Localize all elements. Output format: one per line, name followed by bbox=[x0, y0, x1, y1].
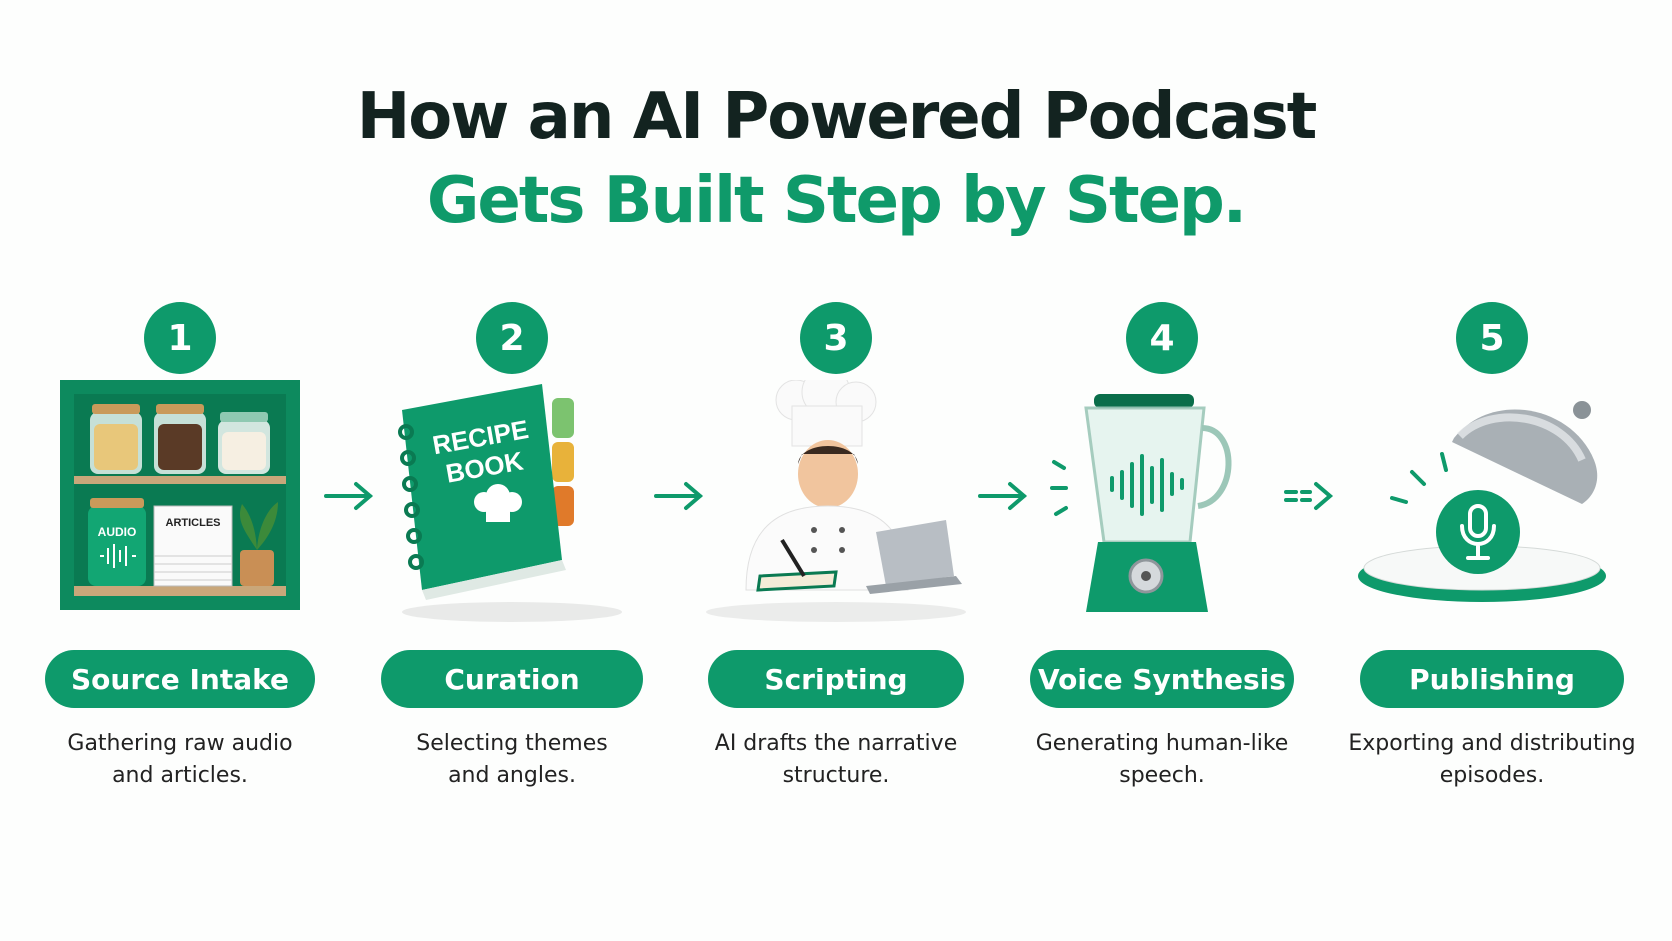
step-label-source-intake: Source Intake bbox=[45, 650, 315, 708]
step-number-badge: 2 bbox=[476, 302, 548, 374]
title-line-1: How an AI Powered Podcast bbox=[356, 80, 1318, 154]
step-curation: 2 RECIPE BOOK Curation Selecting themes … bbox=[362, 0, 662, 941]
step-description: Gathering raw audio and articles. bbox=[30, 728, 330, 792]
step-description: Generating human-like speech. bbox=[1012, 728, 1312, 792]
desc-line: and articles. bbox=[112, 763, 248, 788]
chef-laptop-icon bbox=[706, 380, 966, 622]
step-scripting: 3 Scripting AI drafts the narrative stru… bbox=[686, 0, 986, 941]
step-number-badge: 1 bbox=[144, 302, 216, 374]
desc-line: Gathering raw audio bbox=[67, 731, 293, 756]
arrow-right-icon bbox=[654, 482, 704, 510]
blender-waveform-icon bbox=[1050, 394, 1232, 612]
step-label-voice-synthesis: Voice Synthesis bbox=[1030, 650, 1294, 708]
step-label-publishing: Publishing bbox=[1360, 650, 1624, 708]
step-voice-synthesis: 4 Voice Synthesis Generating human-like … bbox=[1012, 0, 1312, 941]
step-publishing: 5 Publishing Exporting and distributing … bbox=[1342, 0, 1642, 941]
step-number-badge: 5 bbox=[1456, 302, 1528, 374]
articles-stack-label: ARTICLES bbox=[166, 517, 221, 529]
desc-line: and angles. bbox=[448, 763, 576, 788]
step-description: Exporting and distributing episodes. bbox=[1342, 728, 1642, 792]
cloche-microphone-icon bbox=[1358, 401, 1606, 602]
recipe-book-icon: RECIPE BOOK bbox=[398, 384, 622, 622]
step-label-curation: Curation bbox=[381, 650, 643, 708]
title-line-2: Gets Built Step by Step. bbox=[426, 164, 1247, 238]
step-source-intake: 1 AUDIO ARTICLES Source Intake Gathering… bbox=[30, 0, 330, 941]
step-label-scripting: Scripting bbox=[708, 650, 964, 708]
desc-line: episodes. bbox=[1439, 763, 1545, 788]
step-description: Selecting themes and angles. bbox=[362, 728, 662, 792]
desc-line: AI drafts the narrative bbox=[714, 731, 958, 756]
pantry-cabinet-icon: AUDIO ARTICLES bbox=[60, 380, 300, 610]
desc-line: speech. bbox=[1119, 763, 1205, 788]
desc-line: Exporting and distributing bbox=[1348, 731, 1636, 756]
chef-hat-icon bbox=[474, 484, 522, 522]
step-number-badge: 3 bbox=[800, 302, 872, 374]
desc-line: structure. bbox=[782, 763, 890, 788]
audio-jar-label: AUDIO bbox=[98, 525, 137, 539]
arrow-right-icon bbox=[1284, 482, 1334, 510]
arrow-right-icon bbox=[324, 482, 374, 510]
desc-line: Selecting themes bbox=[416, 731, 608, 756]
arrow-right-icon bbox=[978, 482, 1028, 510]
step-number-badge: 4 bbox=[1126, 302, 1198, 374]
step-description: AI drafts the narrative structure. bbox=[686, 728, 986, 792]
desc-line: Generating human-like bbox=[1035, 731, 1289, 756]
